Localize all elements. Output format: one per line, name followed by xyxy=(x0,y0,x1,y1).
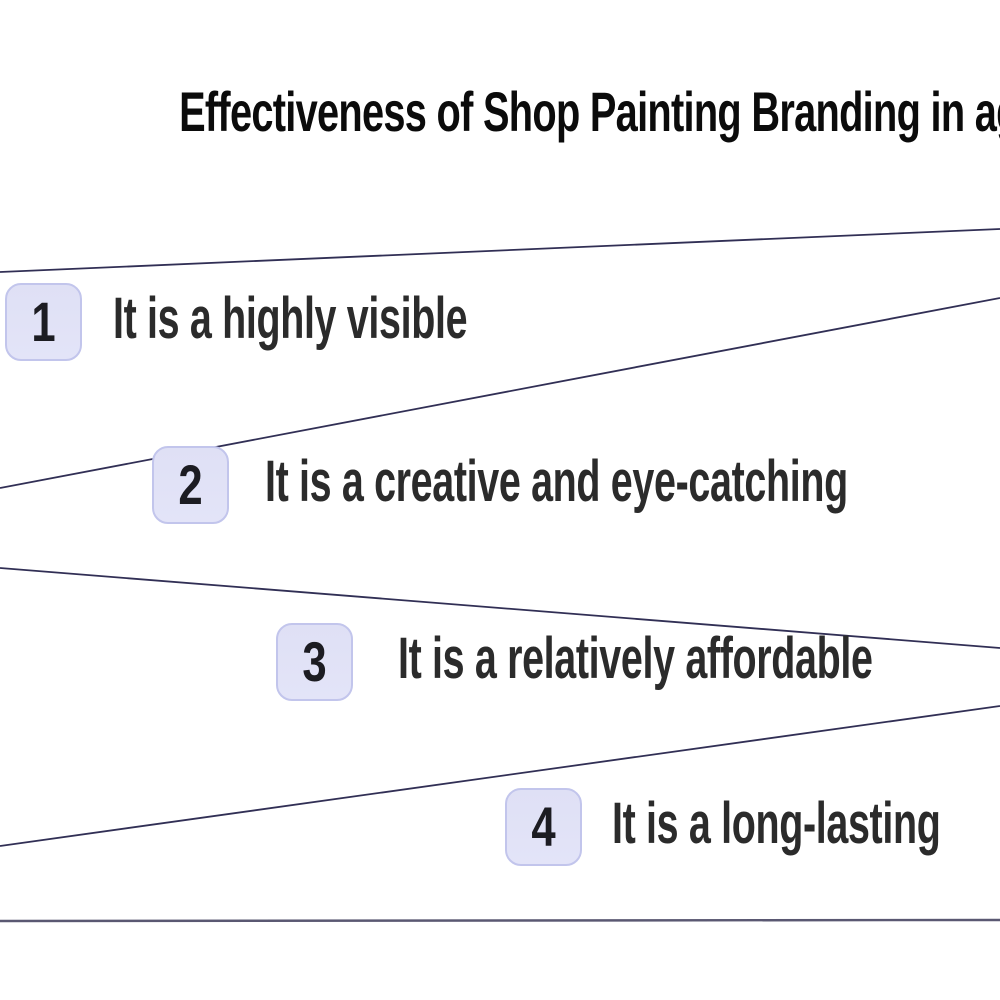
item-label: It is a highly visible xyxy=(113,286,468,351)
item-label: It is a long-lasting xyxy=(612,791,941,856)
item-number-badge-2: 2 xyxy=(152,446,229,524)
item-label: It is a creative and eye-catching xyxy=(265,449,848,514)
item-number-badge-1: 1 xyxy=(5,283,82,361)
page-title: Effectiveness of Shop Painting Branding … xyxy=(0,84,1000,140)
page-title-text: Effectiveness of Shop Painting Branding … xyxy=(179,80,1000,143)
item-label: It is a relatively affordable xyxy=(398,626,873,691)
list-item-2: 2 It is a creative and eye-catching xyxy=(152,446,1000,524)
badge-number: 2 xyxy=(178,453,203,516)
list-item-3: 3 It is a relatively affordable xyxy=(276,623,1000,701)
badge-number: 4 xyxy=(531,795,556,858)
badge-number: 3 xyxy=(302,630,327,693)
list-item-1: 1 It is a highly visible xyxy=(5,283,634,361)
item-number-badge-4: 4 xyxy=(505,788,582,866)
item-number-badge-3: 3 xyxy=(276,623,353,701)
bottom-horizontal-line xyxy=(0,918,1000,923)
badge-number: 1 xyxy=(31,290,56,353)
diagonal-line-3 xyxy=(0,567,1000,649)
diagonal-line-1 xyxy=(0,228,1000,273)
list-item-4: 4 It is a long-lasting xyxy=(505,788,1000,866)
diagonal-line-4 xyxy=(0,705,1000,847)
